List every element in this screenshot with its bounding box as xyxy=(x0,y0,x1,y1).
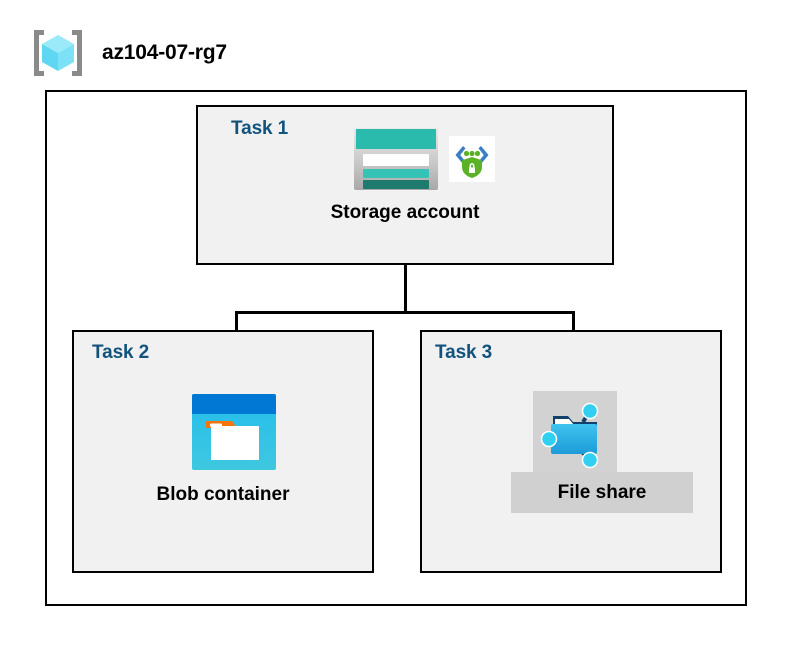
storage-account-label: Storage account xyxy=(330,202,480,223)
file-share-label: File share xyxy=(557,482,647,503)
blob-container-icon xyxy=(192,394,276,475)
storage-encryption-icon xyxy=(449,136,495,187)
file-share-label-backdrop xyxy=(511,472,693,513)
task-panel-task1: Task 1 xyxy=(196,105,614,265)
task-label-task3: Task 3 xyxy=(435,342,493,363)
storage-account-icon xyxy=(353,127,439,196)
task-label-task2: Task 2 xyxy=(92,342,150,363)
resource-group-name: az104-07-rg7 xyxy=(102,41,227,64)
resource-group-header: az104-07-rg7 xyxy=(30,27,227,79)
task-panel-task3: Task 3 xyxy=(420,330,722,573)
connector-branch-crossbar xyxy=(235,311,575,314)
connector-storage-to-branch xyxy=(404,265,407,313)
task-label-task1: Task 1 xyxy=(231,118,289,139)
blob-container-label: Blob container xyxy=(156,484,290,505)
file-share-icon xyxy=(540,394,610,475)
storage-account-icon-group xyxy=(353,127,495,196)
resource-group-icon xyxy=(30,27,86,79)
task-panel-task2: Task 2 Blob container xyxy=(72,330,374,573)
